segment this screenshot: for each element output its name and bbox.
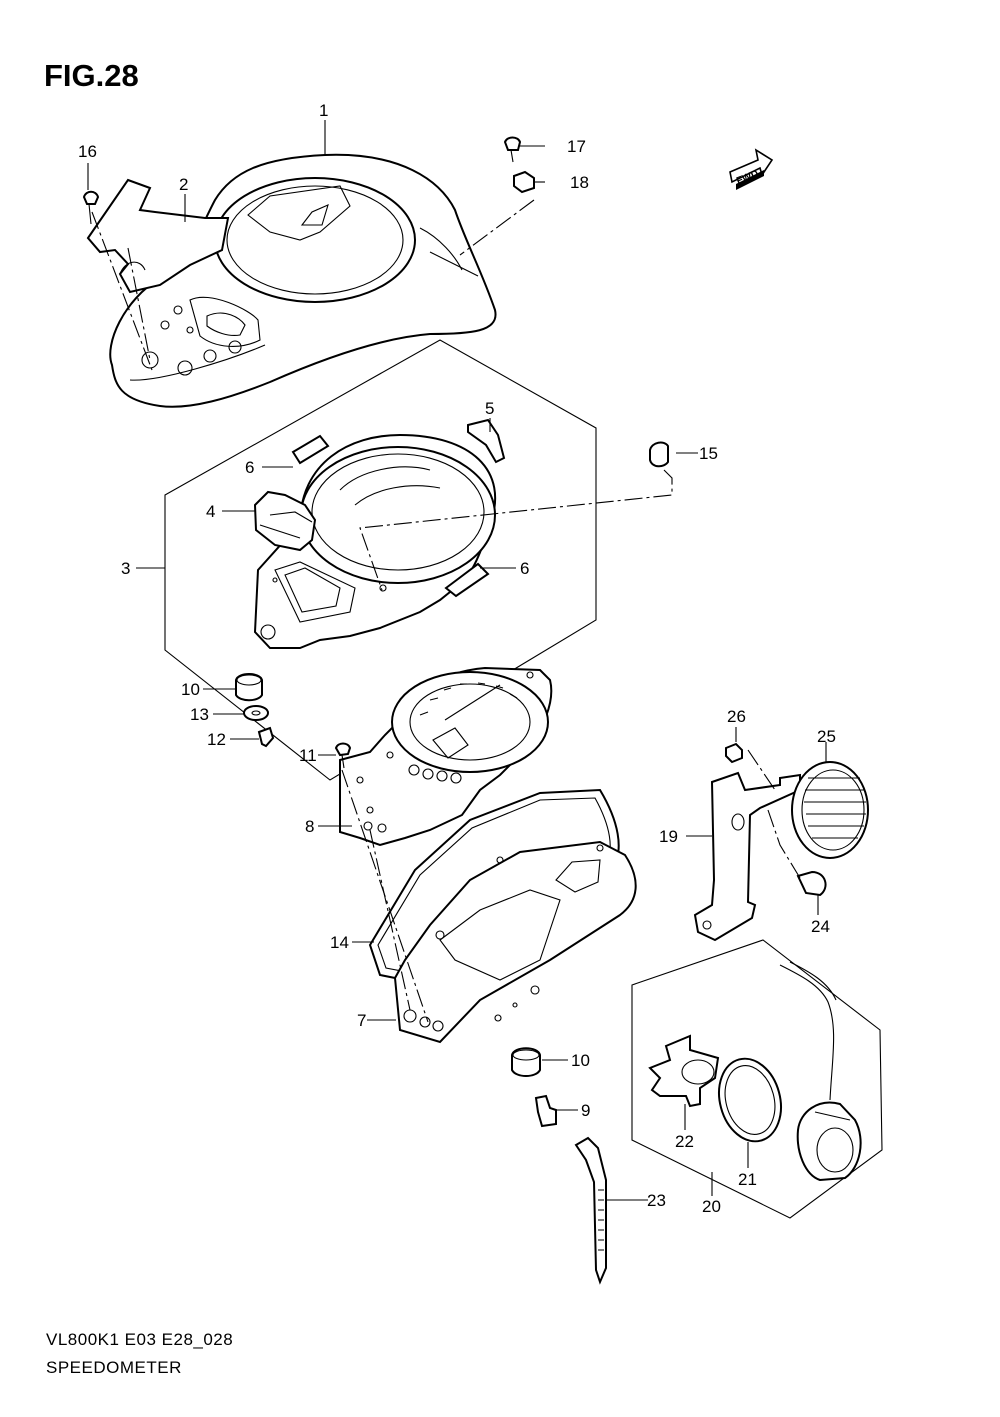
speedometer-face-part: [339, 666, 553, 847]
clip-part-24: [796, 870, 827, 897]
part-label-5: 5: [485, 399, 494, 418]
leader-lines: [87, 120, 827, 1201]
part-label-18: 18: [570, 173, 589, 192]
part-label-8: 8: [305, 817, 314, 836]
part-label-25: 25: [817, 727, 836, 746]
part-label-1: 1: [319, 101, 328, 120]
part-label-3: 3: [121, 559, 130, 578]
lamp-bracket-part-19: [693, 771, 801, 942]
screw-part-17: [503, 136, 522, 163]
assembly-dash-lines: [91, 199, 801, 1023]
part-label-23: 23: [647, 1191, 666, 1210]
part-label-22: 22: [675, 1132, 694, 1151]
part-labels: 1 2 3 4 5 6 6 7 8 9 10 10 11 12 13 14 15…: [78, 101, 836, 1216]
screw-part-16: [82, 190, 100, 225]
part-label-16: 16: [78, 142, 97, 161]
lamp-lens-part-25: [791, 761, 869, 859]
part-label-24: 24: [811, 917, 830, 936]
cushion-part-6-lower: [444, 562, 490, 598]
washer-part-13: [243, 705, 269, 721]
part-label-6-upper: 6: [245, 458, 254, 477]
cable-tie-part-23: [574, 1136, 607, 1285]
part-label-12: 12: [207, 730, 226, 749]
part-label-6-lower: 6: [520, 559, 529, 578]
part-label-10-lower: 10: [571, 1051, 590, 1070]
case-bottom-part-7: [393, 840, 637, 1044]
part-label-9: 9: [581, 1101, 590, 1120]
part-label-21: 21: [738, 1170, 757, 1189]
nut-part-26: [725, 742, 743, 764]
nut-part-18: [513, 170, 535, 194]
part-label-19: 19: [659, 827, 678, 846]
part-label-4: 4: [206, 502, 215, 521]
meter-case-part: [253, 433, 496, 649]
grommet-part-15: [649, 441, 669, 468]
lamp-socket-assembly-box: [631, 939, 883, 1219]
diagram-subtitle: SPEEDOMETER: [46, 1358, 182, 1377]
figure-title: FIG.28: [44, 58, 139, 93]
o-ring-part-21: [718, 1057, 782, 1143]
meter-case-assembly-box: [164, 339, 597, 781]
lamp-socket-part: [779, 961, 862, 1182]
part-label-10-upper: 10: [181, 680, 200, 699]
part-label-15: 15: [699, 444, 718, 463]
part-label-14: 14: [330, 933, 349, 952]
cushion-part-6-upper: [291, 434, 330, 465]
part-label-7: 7: [357, 1011, 366, 1030]
part-label-11: 11: [299, 746, 317, 765]
rubber-cushion-part-4: [253, 490, 317, 552]
screw-part-12: [257, 726, 275, 748]
screw-part-11: [334, 742, 352, 769]
grommet-part-10-lower: [511, 1047, 541, 1077]
grommet-part-10-upper: [235, 673, 263, 702]
lamp-holder-part-22: [648, 1034, 720, 1108]
model-code: VL800K1 E03 E28_028: [46, 1330, 234, 1349]
screw-part-9: [534, 1094, 557, 1128]
part-label-26: 26: [727, 707, 746, 726]
part-label-2: 2: [179, 175, 188, 194]
part-label-17: 17: [567, 137, 586, 156]
bracket-part: [86, 178, 230, 294]
part-label-20: 20: [702, 1197, 721, 1216]
part-label-13: 13: [190, 705, 209, 724]
fwd-arrow-icon: FWD: [729, 148, 774, 190]
